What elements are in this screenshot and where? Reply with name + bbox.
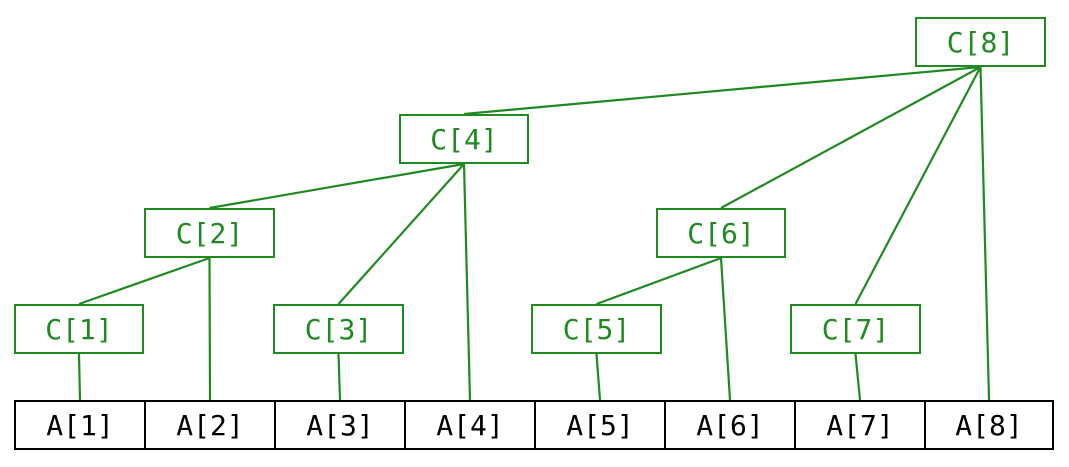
array-cell-a3: A[3] <box>274 400 406 450</box>
edge-c3-a3 <box>337 353 342 401</box>
node-c2: C[2] <box>144 208 275 258</box>
node-c6: C[6] <box>656 208 786 258</box>
array-cell-a7: A[7] <box>794 400 926 450</box>
array-cell-a1: A[1] <box>14 400 146 450</box>
edge-c6-a6 <box>719 257 732 401</box>
edge-c6-c5 <box>596 256 722 306</box>
array-cell-a6: A[6] <box>664 400 796 450</box>
node-c1: C[1] <box>14 304 144 354</box>
edge-c4-c3 <box>337 163 465 305</box>
node-c3: C[3] <box>273 304 404 354</box>
node-c4: C[4] <box>399 114 529 164</box>
node-c7: C[7] <box>790 304 921 354</box>
edge-c4-c2 <box>209 162 465 210</box>
array-cell-a2: A[2] <box>144 400 276 450</box>
array-cell-a5: A[5] <box>534 400 666 450</box>
edge-c1-a1 <box>77 353 82 401</box>
edge-c8-c6 <box>720 66 982 209</box>
edge-c2-c1 <box>78 256 210 306</box>
edge-c7-a7 <box>854 353 862 401</box>
edge-c4-a4 <box>462 163 472 401</box>
edge-c8-c7 <box>854 66 982 305</box>
edge-c2-a2 <box>208 257 212 401</box>
array-cell-a4: A[4] <box>404 400 536 450</box>
node-c8: C[8] <box>915 17 1046 67</box>
array-cell-a8: A[8] <box>924 400 1054 450</box>
node-c5: C[5] <box>531 304 662 354</box>
edge-c8-a8 <box>979 66 991 401</box>
edge-c8-c4 <box>463 65 981 116</box>
edge-c5-a5 <box>595 353 602 401</box>
